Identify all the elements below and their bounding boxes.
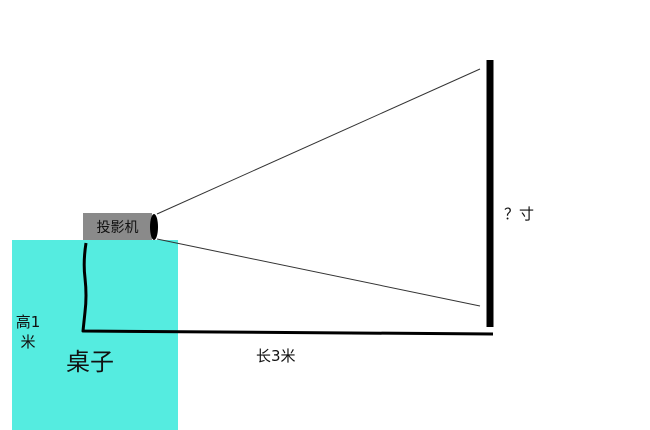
projector-lens <box>150 214 158 240</box>
table-height-label: 高1米 <box>15 313 41 351</box>
table-label: 桌子 <box>66 348 114 376</box>
screen-size-label: ？寸 <box>504 205 535 223</box>
projection-beam-top <box>156 68 481 215</box>
projector-label: 投影机 <box>96 219 139 236</box>
floor-distance-line <box>81 242 494 336</box>
projection-beam-bottom <box>156 238 481 307</box>
projector-body <box>83 213 152 240</box>
distance-label: 长3米 <box>256 347 296 365</box>
table-block <box>12 240 178 430</box>
